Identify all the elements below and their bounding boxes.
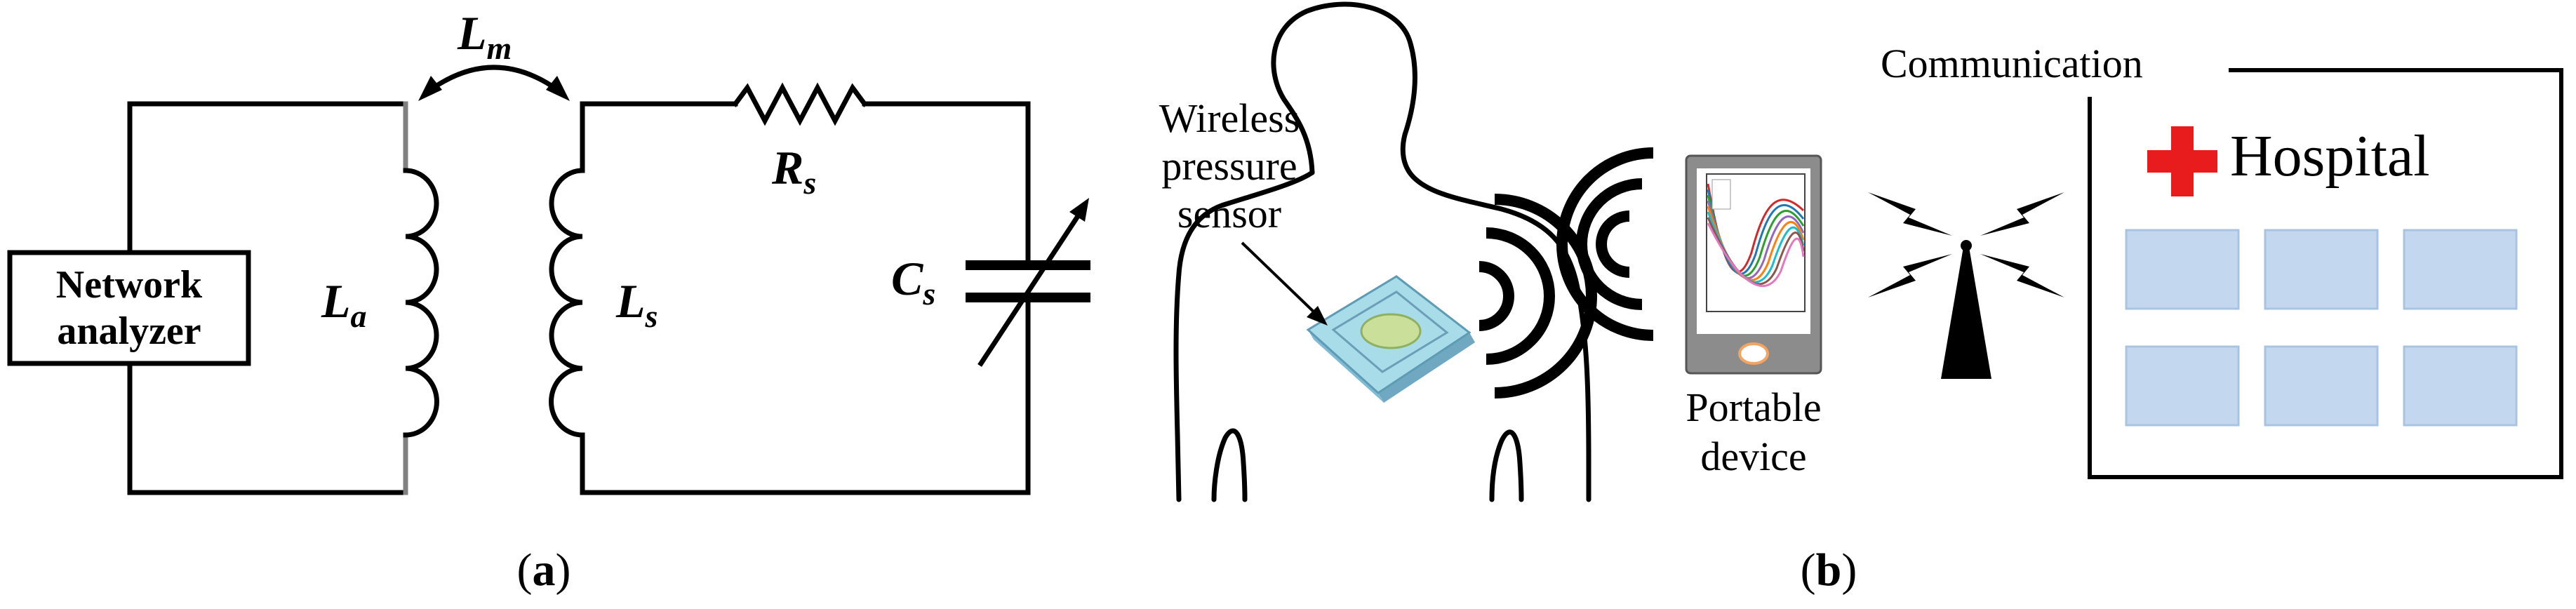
resistor-rs <box>732 82 868 126</box>
label-lm: Lm <box>457 6 512 66</box>
device-plot-legend <box>1711 179 1731 210</box>
wave-body-3 <box>1494 194 1597 399</box>
device-plot-curves <box>1707 183 1805 288</box>
sensor-label-line3: sensor <box>1177 191 1281 236</box>
device-plot-curve <box>1707 222 1805 288</box>
hospital-window <box>2264 345 2379 427</box>
hospital-cross-icon <box>2147 126 2217 196</box>
network-analyzer-label-line2: analyzer <box>57 309 201 353</box>
hospital-windows <box>2125 229 2518 427</box>
portable-device <box>1685 154 1822 375</box>
wave-body-2 <box>1486 227 1555 365</box>
caption-a: (a) <box>517 544 571 596</box>
hospital-window <box>2264 229 2379 310</box>
hospital-window <box>2125 229 2240 310</box>
device-plot-frame <box>1706 173 1806 312</box>
lightning-bolt-upper-right <box>1980 192 2064 236</box>
hospital-window <box>2125 345 2240 427</box>
hospital-frame <box>2088 68 2563 479</box>
left-arm-inner <box>1211 428 1248 502</box>
hospital-cross-horizontal <box>2147 150 2217 173</box>
network-analyzer-box <box>7 250 251 366</box>
device-label-line1: Portable <box>1686 384 1821 430</box>
body-left-edge <box>1173 170 1315 502</box>
mutual-arrowhead-right <box>546 76 570 101</box>
sensor-label-line2: pressure <box>1161 143 1297 189</box>
wireless-waves-device <box>1556 147 1654 341</box>
capacitor-variable-arrow-shaft <box>977 204 1087 367</box>
sensor-label-line1: Wireless <box>1159 95 1300 141</box>
hospital-window <box>2403 229 2518 310</box>
secondary-wire-right <box>862 101 1031 268</box>
caption-b: (b) <box>1801 544 1857 596</box>
antenna-tower-tip <box>1961 240 1972 251</box>
wireless-waves-body <box>1479 194 1597 399</box>
communication-label: Communication <box>1881 41 2143 86</box>
hospital-window <box>2403 345 2518 427</box>
hospital-label: Hospital <box>2230 123 2430 189</box>
label-rs: Rs <box>771 141 816 201</box>
capacitor-variable-arrowhead <box>1069 198 1089 222</box>
sensor-patch-coil <box>1331 290 1449 373</box>
label-cs: Cs <box>891 252 935 312</box>
device-label-line2: device <box>1700 434 1806 479</box>
mutual-inductance-arrow <box>423 65 565 96</box>
sensor-patch-pad <box>1360 313 1422 349</box>
coil-la <box>403 168 439 438</box>
lightning-bolt-lower-right <box>1980 254 2064 297</box>
primary-wire-bottom <box>127 361 408 495</box>
mutual-arrowhead-left <box>418 76 442 101</box>
wireless-pressure-sensor <box>1306 275 1475 403</box>
network-analyzer-label-line1: Network <box>56 263 203 307</box>
sensor-patch-side <box>1378 333 1475 403</box>
antenna-tower <box>1868 192 2064 379</box>
panel-a-circuit <box>127 65 1090 495</box>
sensor-pointer-line <box>1241 241 1319 317</box>
antenna-tower-body <box>1941 247 1991 379</box>
wave-device-1 <box>1596 210 1630 278</box>
body-outline <box>1271 1 1591 502</box>
label-ls: Ls <box>615 274 658 334</box>
human-silhouette <box>1173 1 1591 502</box>
coil-ls <box>549 168 585 438</box>
communication-label-backdrop <box>1867 42 2229 97</box>
wave-body-1 <box>1479 261 1514 331</box>
wave-device-3 <box>1556 147 1654 341</box>
right-arm-inner <box>1489 429 1524 502</box>
device-home-button <box>1738 342 1769 365</box>
sensor-pointer-head <box>1307 306 1328 326</box>
label-la: La <box>321 274 367 334</box>
lightning-bolt-lower-left <box>1868 254 1952 297</box>
secondary-wire-bottom <box>580 295 1031 495</box>
primary-wire-top <box>127 101 408 255</box>
wave-device-2 <box>1576 178 1643 310</box>
lightning-bolt-upper-left <box>1868 192 1952 236</box>
